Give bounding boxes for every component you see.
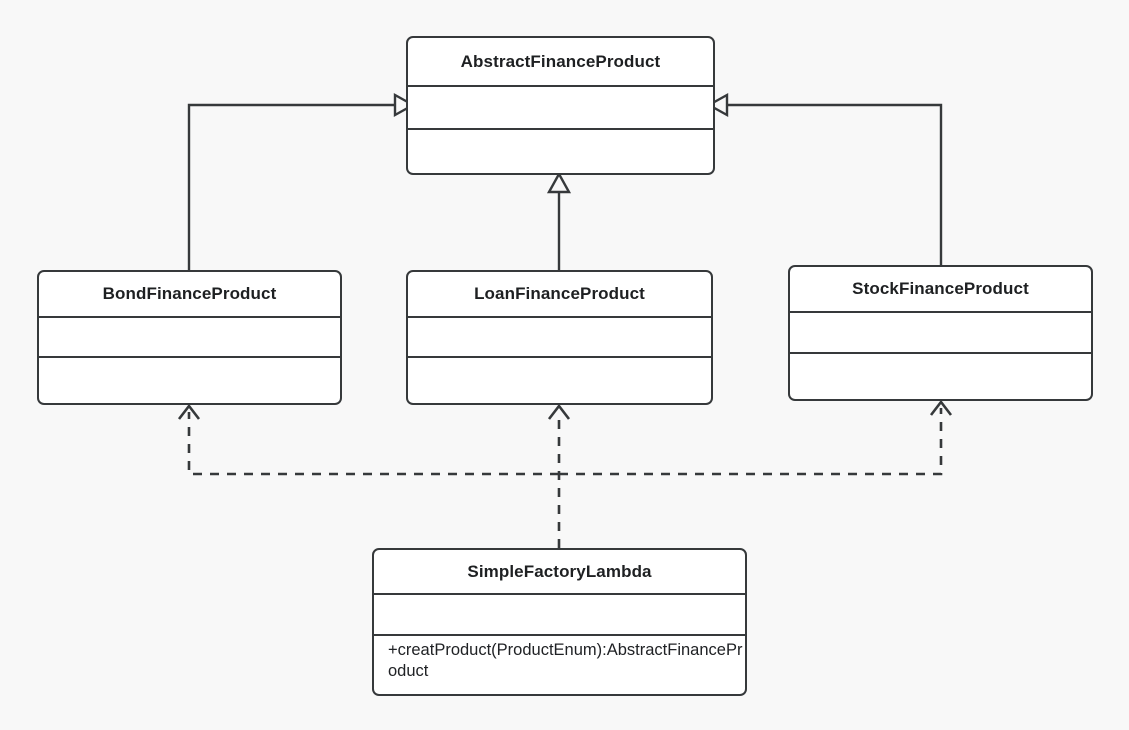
class-node-loan-finance-product[interactable]: LoanFinanceProduct	[406, 270, 713, 405]
dependency-factory-to-stock	[559, 399, 953, 476]
class-node-simple-factory-lambda[interactable]: SimpleFactoryLambda +creatProduct(Produc…	[372, 548, 747, 696]
class-operation-creat-product: +creatProduct(ProductEnum):AbstractFinan…	[388, 641, 743, 681]
class-title-stock-finance-product: StockFinanceProduct	[790, 267, 1091, 313]
generalization-loan-to-abstract	[546, 171, 572, 272]
class-attributes-compartment	[790, 313, 1091, 354]
hollow-triangle-arrowhead-icon	[706, 92, 729, 118]
class-attributes-compartment	[374, 595, 745, 636]
class-operations-compartment	[408, 358, 711, 402]
class-operations-compartment	[39, 358, 340, 402]
class-node-abstract-finance-product[interactable]: AbstractFinanceProduct	[406, 36, 715, 175]
generalization-stock-to-abstract	[706, 92, 943, 267]
class-operations-compartment	[408, 130, 713, 172]
hollow-triangle-arrowhead-icon	[393, 92, 416, 118]
hollow-triangle-arrowhead-icon	[546, 171, 572, 194]
generalization-bond-to-abstract	[187, 92, 416, 272]
class-title-abstract-finance-product: AbstractFinanceProduct	[408, 38, 713, 87]
class-attributes-compartment	[408, 87, 713, 130]
class-node-stock-finance-product[interactable]: StockFinanceProduct	[788, 265, 1093, 401]
dependency-factory-to-bond	[177, 403, 559, 476]
class-attributes-compartment	[408, 318, 711, 358]
open-arrowhead-icon	[177, 403, 201, 420]
dependency-factory-to-loan	[547, 403, 571, 548]
class-title-simple-factory-lambda: SimpleFactoryLambda	[374, 550, 745, 595]
class-title-loan-finance-product: LoanFinanceProduct	[408, 272, 711, 318]
open-arrowhead-icon	[929, 399, 953, 416]
open-arrowhead-icon	[547, 403, 571, 420]
class-operations-compartment	[790, 354, 1091, 398]
class-title-bond-finance-product: BondFinanceProduct	[39, 272, 340, 318]
class-attributes-compartment	[39, 318, 340, 358]
class-node-bond-finance-product[interactable]: BondFinanceProduct	[37, 270, 342, 405]
